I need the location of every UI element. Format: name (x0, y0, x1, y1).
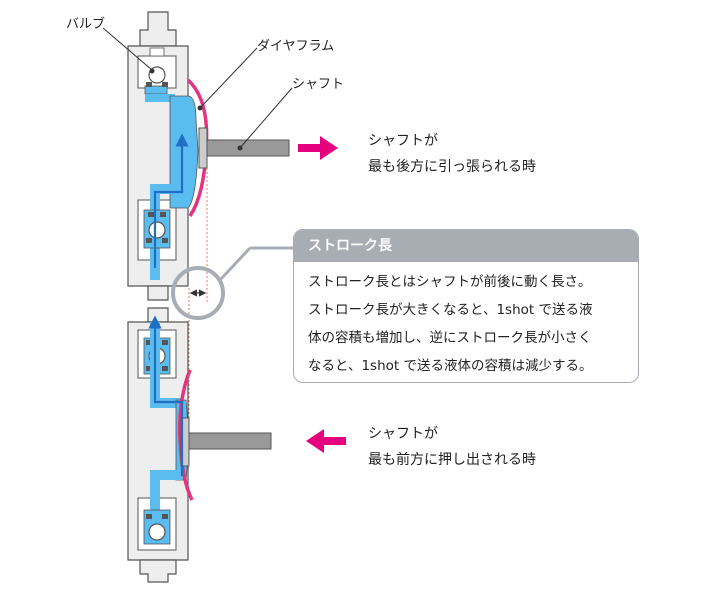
callout-line: なると、1shot で送る液体の容積は減少する。 (308, 358, 593, 374)
pull-arrow (298, 136, 338, 160)
callout-line: ストローク長とはシャフトが前後に動く長さ。 (308, 274, 592, 290)
callout-line: ストローク長が大きくなると、1shot で送る液 (308, 302, 593, 318)
pump-bottom (127, 307, 272, 583)
valve-ball-bottom-lower (148, 523, 166, 541)
shaft-top (206, 139, 290, 157)
pump-top (127, 11, 290, 301)
bottom-caption-line1: シャフトが (368, 426, 438, 442)
flow-arrow-top (153, 133, 189, 268)
valve-ball-top-lower (148, 221, 166, 239)
callout-connector (218, 246, 252, 282)
top-caption: シャフトが 最も後方に引っ張られる時 (368, 128, 536, 180)
shaft-bottom (188, 432, 272, 450)
flow-arrow-bottom (148, 315, 184, 476)
stroke-length-callout: ストローク長 ストローク長とはシャフトが前後に動く長さ。 ストローク長が大きくな… (293, 229, 639, 383)
stroke-magnifier (171, 266, 225, 320)
liquid-chamber-top (169, 95, 199, 209)
bottom-caption-line2: 最も前方に押し出される時 (368, 452, 536, 468)
top-caption-line1: シャフトが (368, 133, 438, 149)
diaphragm-bottom (177, 369, 194, 501)
leader-diaphragm (199, 47, 258, 109)
leader-shaft (239, 87, 293, 149)
callout-title: ストローク長 (294, 230, 638, 262)
callout-line: 体の容積も増加し、逆にストローク長が小さく (308, 330, 592, 346)
label-shaft: シャフト (292, 77, 345, 92)
label-valve: バルブ (66, 17, 106, 32)
callout-body: ストローク長とはシャフトが前後に動く長さ。 ストローク長が大きくなると、1sho… (294, 262, 638, 380)
label-diaphragm: ダイヤフラム (257, 39, 335, 54)
top-caption-line2: 最も後方に引っ張られる時 (368, 159, 536, 175)
leader-valve (102, 27, 153, 71)
push-arrow (306, 429, 346, 453)
bottom-caption: シャフトが 最も前方に押し出される時 (368, 421, 536, 473)
